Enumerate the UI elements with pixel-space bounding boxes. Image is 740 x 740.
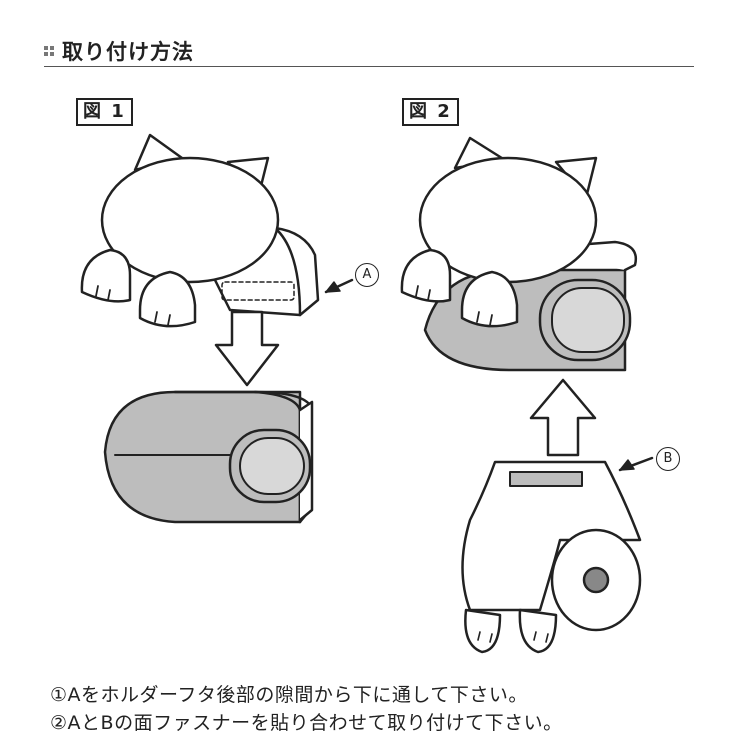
header-dots-icon (44, 46, 54, 56)
page-title: 取り付け方法 (62, 40, 194, 64)
callout-b: B (656, 447, 680, 471)
figure-1-label: 図 1 (76, 98, 133, 126)
callout-a: A (355, 263, 379, 287)
fig1-paper-holder (103, 390, 314, 524)
section-header: 取り付け方法 (44, 36, 194, 66)
up-arrow-icon (529, 378, 597, 457)
instruction-step-1: ①Aをホルダーフタ後部の隙間から下に通して下さい。 (50, 684, 528, 706)
fig2-paper-roll-holder (461, 460, 642, 654)
instruction-step-2: ②AとBの面ファスナーを貼り合わせて取り付けて下さい。 (50, 712, 563, 734)
figure-2-label: 図 2 (402, 98, 459, 126)
fig1-cat-cover (80, 133, 320, 328)
header-divider (44, 66, 694, 67)
fig2-holder-with-cover (400, 136, 638, 372)
down-arrow-icon (214, 310, 280, 387)
